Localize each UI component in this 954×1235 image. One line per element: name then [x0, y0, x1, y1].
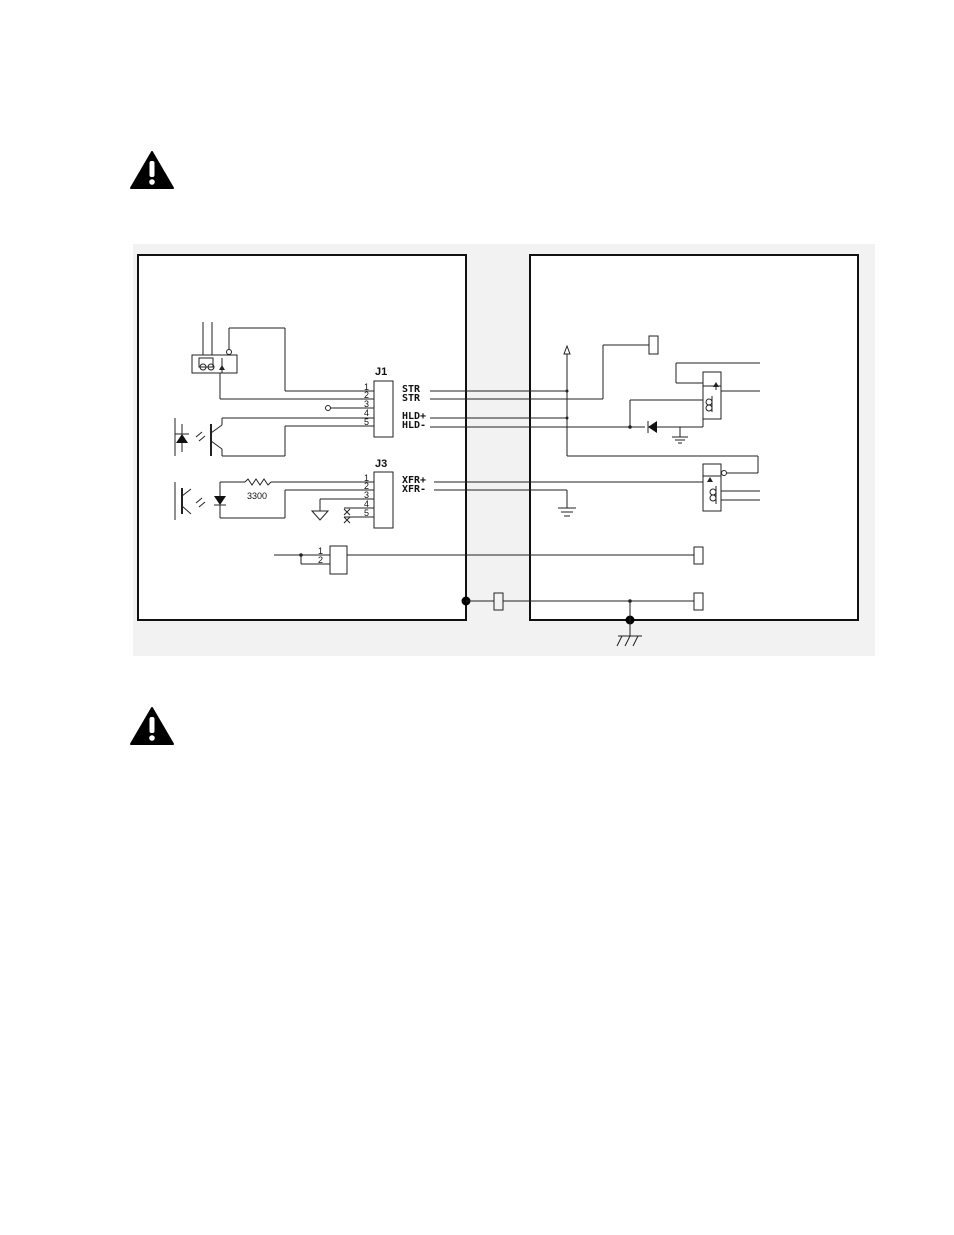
j3-pin-5: 5 [364, 508, 369, 518]
j3-signal-xfr-minus: XFR- [402, 484, 426, 495]
ground-bus [461, 592, 704, 647]
j1-header: J1 [375, 366, 387, 378]
right-panel [529, 254, 859, 621]
j3-pin-1: 1 [364, 473, 369, 483]
j1-pin-5: 5 [364, 417, 369, 427]
terminal-pin-1: 1 [318, 546, 323, 556]
resistor-value: 3300 [247, 491, 267, 501]
j1-signal-str-1: STR [402, 384, 421, 395]
j1-pin-2: 2 [364, 390, 369, 400]
relay-xfr [702, 463, 760, 512]
j1-pin-3: 3 [364, 399, 369, 409]
j3-pin-4: 4 [364, 499, 369, 509]
j1-pin-1: 1 [364, 382, 369, 392]
j3-pin-2: 2 [364, 481, 369, 491]
j1-signal-hld-minus: HLD- [402, 420, 426, 431]
terminal-block: 1 2 [274, 545, 704, 575]
warning-triangle-icon [130, 707, 174, 745]
relay-module-left [191, 322, 374, 400]
connector-j1: J1 1 2 3 4 5 STR STR HLD+ HLD- [364, 366, 426, 438]
warning-triangle-icon [130, 151, 174, 189]
opto-coupler-xfr: 3300 [174, 478, 374, 520]
opto-coupler-hld [174, 417, 374, 457]
connector-j3: J3 1 2 3 4 5 XFR+ XFR- [364, 458, 426, 529]
j1-signal-hld-plus: HLD+ [402, 411, 426, 422]
j3-header: J3 [375, 458, 387, 470]
j1-pin-4: 4 [364, 408, 369, 418]
relay-hld [628, 362, 760, 444]
j3-pin-3: 3 [364, 490, 369, 500]
j1-signal-str-2: STR [402, 393, 421, 404]
j3-signal-xfr-plus: XFR+ [402, 475, 426, 486]
left-panel [137, 254, 467, 621]
terminal-pin-2: 2 [318, 555, 323, 565]
